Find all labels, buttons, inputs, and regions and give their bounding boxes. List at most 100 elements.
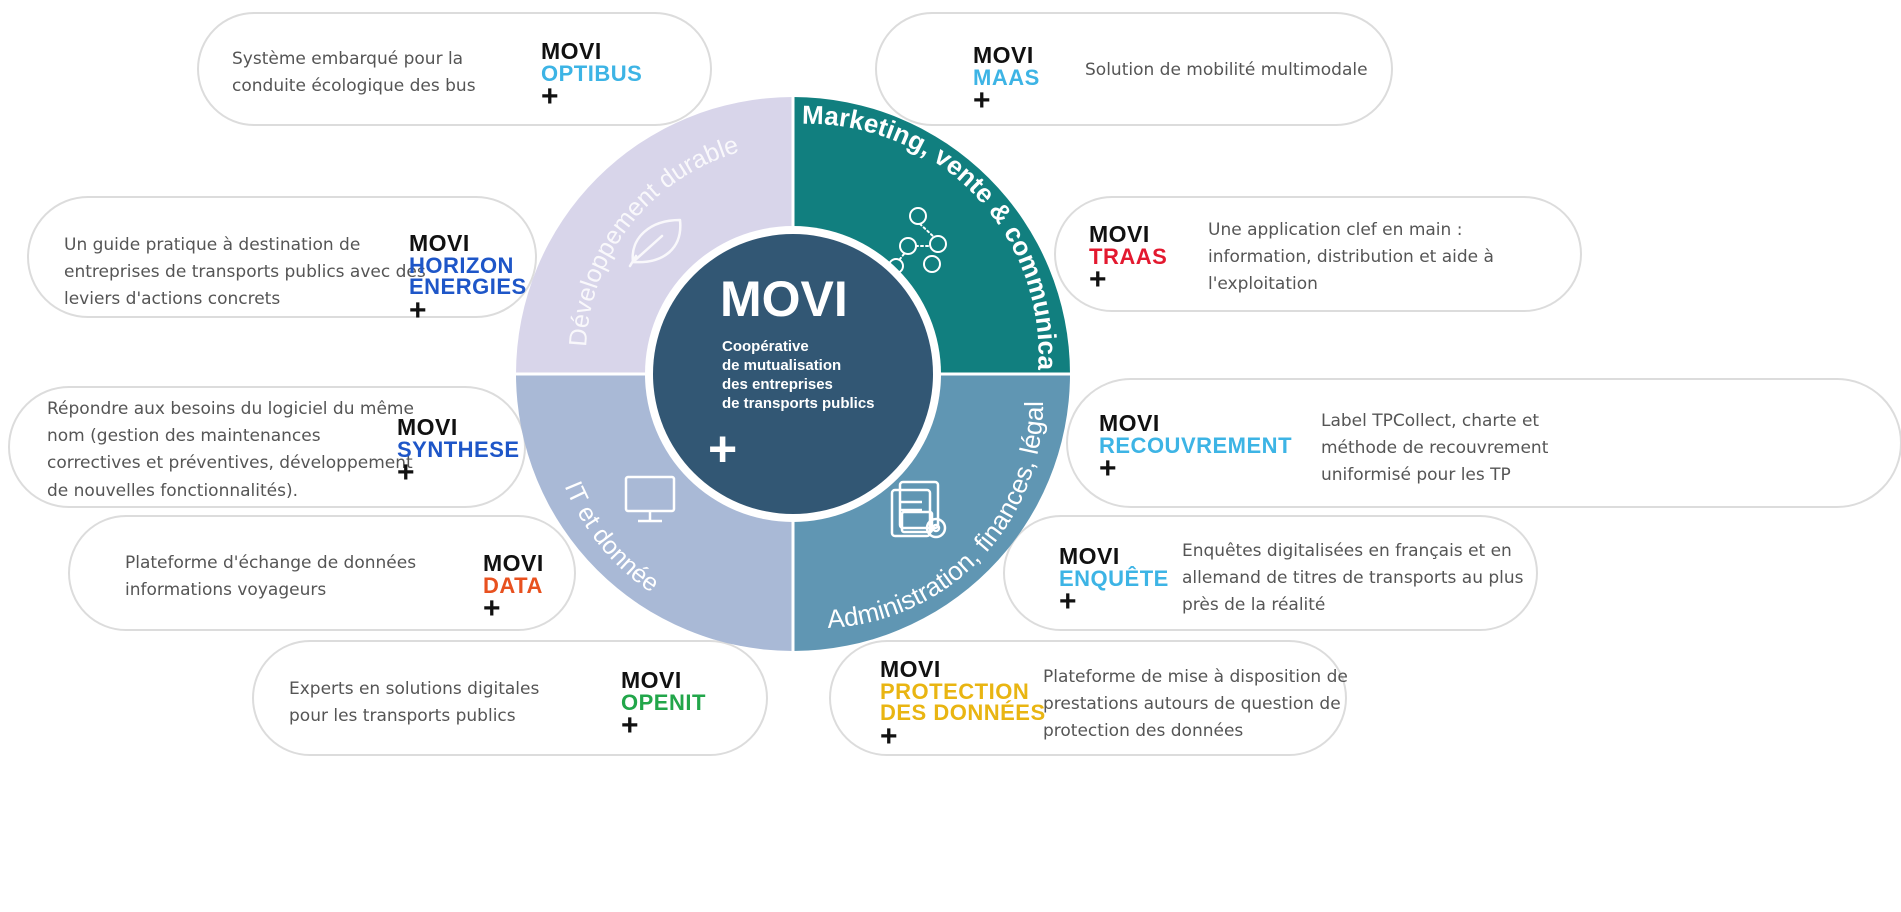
- logo-movi: MOVI: [973, 42, 1034, 68]
- desc-line: Répondre aux besoins du logiciel du même: [47, 399, 414, 419]
- synthese-logo: MOVI SYNTHESE +: [397, 414, 520, 490]
- desc-line: de nouvelles fonctionnalités).: [47, 480, 299, 501]
- card-recouvrement[interactable]: [1066, 378, 1901, 508]
- desc-line: entreprises de transports publics avec d…: [64, 262, 426, 283]
- desc-line: Experts en solutions digitales: [289, 679, 540, 699]
- horizon-description: Un guide pratique à destination de entre…: [64, 232, 426, 314]
- people-network-icon: [888, 207, 947, 274]
- enquete-logo: MOVI ENQUÊTE +: [1059, 543, 1169, 619]
- desc-line: Un guide pratique à destination de: [64, 235, 361, 255]
- plus-icon: +: [1059, 585, 1077, 619]
- logo-movi: MOVI: [621, 667, 682, 693]
- center-subtitle-line: de mutualisation: [722, 357, 841, 374]
- documents-gear-icon: [890, 480, 947, 539]
- protection-logo: MOVI PROTECTION DES DONNÉES +: [880, 656, 1046, 753]
- center-subtitle-line: des entreprises: [722, 376, 833, 393]
- desc-line: près de la réalité: [1182, 595, 1326, 616]
- desc-line: Solution de mobilité multimodale: [1085, 60, 1368, 80]
- plus-icon: +: [397, 456, 415, 490]
- enquete-description: Enquêtes digitalisées en français et en …: [1182, 538, 1524, 620]
- horizon-logo: MOVI HORIZON ENERGIES +: [409, 230, 527, 327]
- maas-description: Solution de mobilité multimodale: [1085, 57, 1368, 84]
- openit-description: Experts en solutions digitales pour les …: [289, 676, 539, 730]
- desc-line: prestations autours de question de: [1043, 694, 1341, 715]
- desc-line: Système embarqué pour la: [232, 49, 464, 69]
- plus-icon: +: [621, 709, 639, 743]
- logo-product-2: ENERGIES: [409, 274, 527, 300]
- desc-line: l'exploitation: [1208, 274, 1318, 295]
- logo-movi: MOVI: [1059, 543, 1120, 569]
- logo-product: ENQUÊTE: [1059, 565, 1169, 591]
- logo-movi: MOVI: [483, 550, 544, 576]
- center-subtitle-line: de transports publics: [722, 395, 875, 412]
- recouvrement-logo: MOVI RECOUVREMENT +: [1099, 410, 1293, 486]
- card-synthese[interactable]: [8, 386, 526, 508]
- logo-product: OPENIT: [621, 689, 706, 715]
- logo-product-2: DES DONNÉES: [880, 700, 1046, 726]
- card-protection-donnees[interactable]: [829, 640, 1347, 756]
- data-logo: MOVI DATA +: [483, 550, 544, 626]
- desc-line: Plateforme d'échange de données: [125, 553, 417, 573]
- optibus-description: Système embarqué pour la conduite écolog…: [232, 46, 476, 100]
- plus-icon: +: [1099, 452, 1117, 486]
- plus-icon: +: [409, 293, 427, 327]
- logo-product: HORIZON: [409, 252, 514, 278]
- logo-movi: MOVI: [880, 656, 941, 682]
- logo-product: RECOUVREMENT: [1099, 432, 1293, 458]
- maas-logo: MOVI MAAS +: [973, 42, 1040, 118]
- desc-line: correctives et préventives, développemen…: [47, 453, 413, 474]
- center-plus-icon: +: [708, 421, 737, 477]
- logo-product: TRAAS: [1089, 243, 1168, 269]
- synthese-description: Répondre aux besoins du logiciel du même…: [47, 396, 414, 505]
- protection-description: Plateforme de mise à disposition de pres…: [1043, 664, 1348, 746]
- desc-line: allemand de titres de transports au plus: [1182, 568, 1524, 589]
- traas-description: Une application clef en main : informati…: [1208, 217, 1494, 299]
- logo-movi: MOVI: [541, 38, 602, 64]
- desc-line: Plateforme de mise à disposition de: [1043, 667, 1348, 687]
- desc-line: Une application clef en main :: [1208, 220, 1463, 240]
- data-description: Plateforme d'échange de données informat…: [125, 550, 416, 604]
- center-subtitle-line: Coopérative: [722, 338, 809, 355]
- desc-line: conduite écologique des bus: [232, 76, 476, 97]
- desc-line: pour les transports publics: [289, 706, 516, 727]
- card-horizon-energies[interactable]: [27, 196, 537, 318]
- plus-icon: +: [973, 84, 991, 118]
- card-maas[interactable]: [875, 12, 1393, 126]
- plus-icon: +: [541, 80, 559, 114]
- logo-movi: MOVI: [397, 414, 458, 440]
- recouvrement-description: Label TPCollect, charte et méthode de re…: [1321, 408, 1548, 490]
- traas-logo: MOVI TRAAS +: [1089, 221, 1168, 297]
- leaf-icon: [628, 218, 682, 268]
- logo-movi: MOVI: [1099, 410, 1160, 436]
- logo-movi: MOVI: [409, 230, 470, 256]
- desc-line: Enquêtes digitalisées en français et en: [1182, 541, 1512, 561]
- center-title: MOVI: [720, 271, 848, 327]
- card-enquete[interactable]: [1003, 515, 1538, 631]
- logo-product: PROTECTION: [880, 678, 1030, 704]
- desc-line: Label TPCollect, charte et: [1321, 411, 1540, 431]
- desc-line: leviers d'actions concrets: [64, 289, 281, 310]
- optibus-logo: MOVI OPTIBUS +: [541, 38, 643, 114]
- card-openit[interactable]: [252, 640, 768, 756]
- desc-line: informations voyageurs: [125, 580, 327, 601]
- plus-icon: +: [1089, 263, 1107, 297]
- desc-line: protection des données: [1043, 721, 1244, 742]
- plus-icon: +: [880, 719, 898, 753]
- openit-logo: MOVI OPENIT +: [621, 667, 706, 743]
- logo-product: MAAS: [973, 64, 1040, 90]
- center-circle: [653, 234, 933, 514]
- card-optibus[interactable]: [197, 12, 712, 126]
- computer-monitor-icon: [624, 475, 676, 523]
- card-data[interactable]: [68, 515, 576, 631]
- desc-line: uniformisé pour les TP: [1321, 465, 1511, 486]
- logo-product: DATA: [483, 572, 543, 598]
- card-traas[interactable]: [1054, 196, 1582, 312]
- desc-line: méthode de recouvrement: [1321, 438, 1549, 459]
- logo-product: SYNTHESE: [397, 436, 520, 462]
- desc-line: nom (gestion des maintenances: [47, 426, 321, 447]
- plus-icon: +: [483, 592, 501, 626]
- desc-line: information, distribution et aide à: [1208, 247, 1494, 268]
- logo-movi: MOVI: [1089, 221, 1150, 247]
- logo-product: OPTIBUS: [541, 60, 643, 86]
